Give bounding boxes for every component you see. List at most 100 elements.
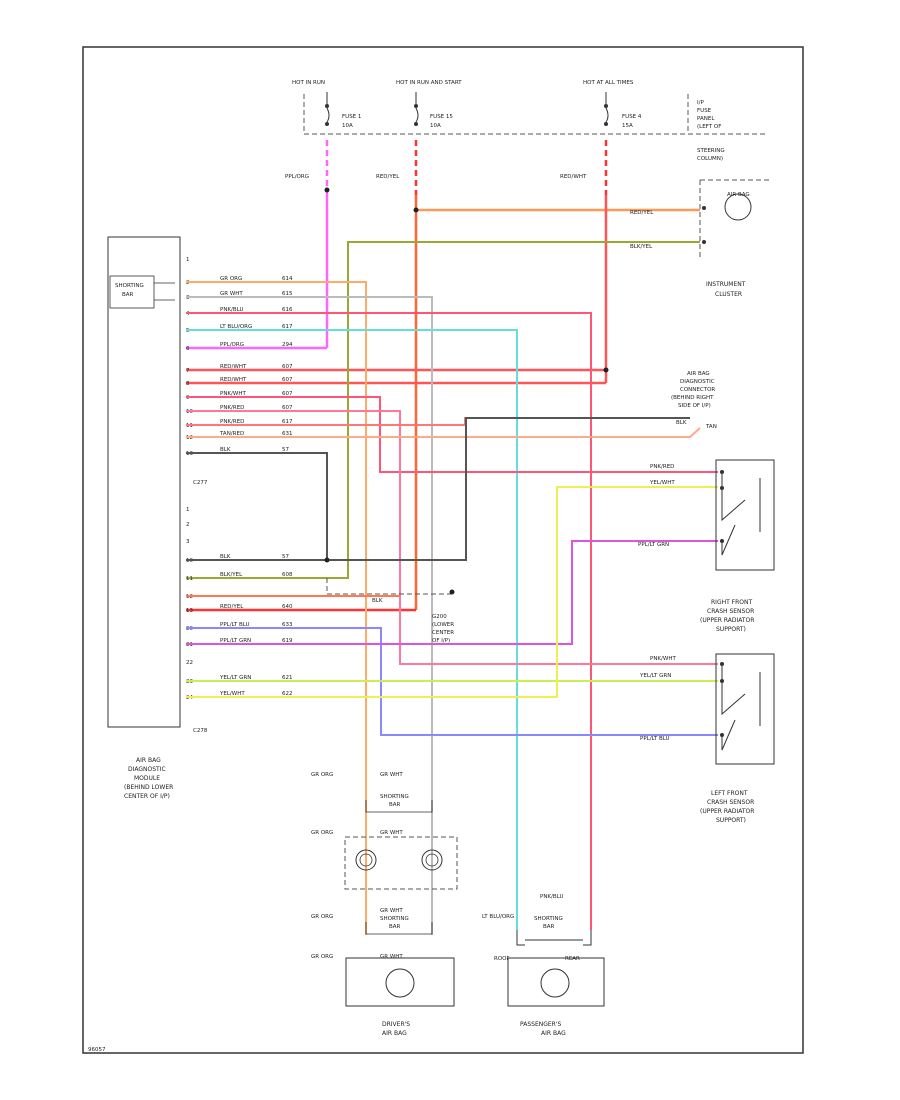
- airbag-lamp-icon: [724, 193, 752, 221]
- clockspring: GR ORG GR WHT SHORTING BAR GR ORG GR WHT: [311, 772, 458, 890]
- module-pin-wire: BLK: [220, 554, 231, 560]
- diagram-code: 96057: [88, 1047, 106, 1053]
- clockspring-gr-org-top: GR ORG: [311, 772, 333, 778]
- fuse15-terminal-bottom: [414, 122, 418, 126]
- left-sensor-label: LEFT FRONT CRASH SENSOR (UPPER RADIATOR …: [700, 790, 756, 824]
- module-pin-circuit: 607: [282, 405, 293, 411]
- module-pin-number: 13: [186, 608, 193, 614]
- module-body: [107, 236, 181, 728]
- module-pin-wire: RED/WHT: [220, 364, 247, 370]
- pass-right-pin: REAR: [565, 956, 580, 962]
- module-pin-wire: YEL/LT GRN: [219, 675, 251, 681]
- module-pin-circuit: 622: [282, 691, 293, 697]
- clockspring-shorting-label: SHORTING BAR: [380, 794, 411, 808]
- ground-point: [449, 589, 455, 595]
- module-pin-wire: PNK/BLU: [220, 307, 243, 313]
- power-section: HOT IN RUN HOT IN RUN AND START HOT AT A…: [292, 80, 768, 162]
- wire-label-ppl-org: PPL/ORG: [285, 174, 309, 180]
- right-wire-yel-wht: YEL/WHT: [649, 480, 675, 486]
- module-pin-wire: LT BLU/ORG: [220, 324, 252, 330]
- clockspring-outline: [344, 836, 458, 890]
- module-shorting-bar: [109, 275, 155, 309]
- module-pin-number: 6: [186, 346, 190, 352]
- fuse4-terminal-bottom: [604, 122, 608, 126]
- driver-gr-org2: GR ORG: [311, 954, 333, 960]
- module-pin-number: 2: [186, 522, 190, 528]
- module-pin-circuit: 631: [282, 431, 293, 437]
- pass-shorting-label: SHORTING BAR: [534, 916, 565, 930]
- fuse15-label: FUSE 15: [430, 114, 453, 120]
- module-pin-number: 22: [186, 660, 193, 666]
- driver-gr-org: GR ORG: [311, 914, 333, 920]
- fuse4-terminal-top: [604, 104, 608, 108]
- fuse1-terminal-bottom: [325, 122, 329, 126]
- left-wire-yel-lt-grn: YEL/LT GRN: [639, 673, 671, 679]
- module-pin-circuit: 607: [282, 391, 293, 397]
- wire-label-red-yel-cluster: RED/YEL: [630, 210, 654, 216]
- module-pin-circuit: 617: [282, 419, 293, 425]
- module-label: AIR BAG DIAGNOSTIC MODULE (BEHIND LOWER …: [124, 757, 175, 800]
- module-pin-circuit: 633: [282, 622, 293, 628]
- cluster-outline: [699, 179, 770, 260]
- driver-bag-label: DRIVER'S AIR BAG: [382, 1021, 412, 1037]
- module-c277: C277: [193, 480, 208, 486]
- module-pin-wire: BLK: [220, 447, 231, 453]
- module-pin-number: 8: [186, 381, 190, 387]
- airbag-lamp-label: AIR BAG: [727, 192, 750, 198]
- hot-in-run-label: HOT IN RUN: [292, 80, 325, 86]
- clockspring-gr-wht-mid: GR WHT: [380, 830, 403, 836]
- module-pin-circuit: 294: [282, 342, 293, 348]
- driver-shorting-label: SHORTING BAR: [380, 916, 411, 930]
- fuse15-element: [415, 107, 419, 123]
- module-pin-wire: YEL/WHT: [219, 691, 245, 697]
- fuse1-element: [326, 107, 330, 123]
- wire-label-blk-yel-cluster: BLK/YEL: [630, 244, 653, 250]
- module-pin-circuit: 621: [282, 675, 293, 681]
- module-pin-number: 1: [186, 507, 190, 513]
- fuse1-amp: 10A: [342, 123, 353, 129]
- cluster-label: INSTRUMENT CLUSTER: [706, 281, 747, 298]
- module-pin-wire: PNK/RED: [220, 405, 244, 411]
- module-pin-circuit: 616: [282, 307, 293, 313]
- passenger-air-bag: LT BLU/ORG PNK/BLU SHORTING BAR ROOF REA…: [482, 894, 605, 1037]
- driver-gr-wht: GR WHT: [380, 908, 403, 914]
- module-pin-wire: PPL/LT GRN: [220, 638, 251, 644]
- module-shorting-bar-label: SHORTING BAR: [115, 283, 146, 298]
- fuse-panel-label: I/P FUSE PANEL (LEFT OF STEERING COLUMN): [697, 100, 726, 162]
- hot-all-times-label: HOT AT ALL TIMES: [583, 80, 634, 86]
- right-sensor-label: RIGHT FRONT CRASH SENSOR (UPPER RADIATOR…: [700, 599, 756, 633]
- pass-lt-blu-org: LT BLU/ORG: [482, 914, 514, 920]
- right-front-crash-sensor: PNK/RED YEL/WHT PPL/LT GRN RIGHT FRONT C…: [638, 459, 775, 633]
- driver-air-bag: GR ORG GR WHT SHORTING BAR GR ORG GR WHT…: [311, 908, 455, 1037]
- passenger-bag-label: PASSENGER'S AIR BAG: [520, 1021, 566, 1037]
- clockspring-contact-left: [355, 849, 377, 871]
- module-pin-wire: RED/WHT: [220, 377, 247, 383]
- clockspring-gr-wht-top: GR WHT: [380, 772, 403, 778]
- pass-pnk-blu: PNK/BLU: [540, 894, 563, 900]
- module-pin-circuit: 608: [282, 572, 293, 578]
- module-pin-wire: BLK/YEL: [220, 572, 243, 578]
- module-pin-wire: GR WHT: [220, 291, 243, 297]
- left-wire-ppl-lt-blu: PPL/LT BLU: [640, 736, 670, 742]
- module-pin-number: 1: [186, 257, 190, 263]
- driver-bag-body: [345, 957, 455, 1007]
- diagnostic-connector: AIR BAG DIAGNOSTIC CONNECTOR (BEHIND RIG…: [671, 371, 717, 430]
- module-pin-wire: TAN/RED: [219, 431, 244, 437]
- module-pin-wire: PPL/LT BLU: [220, 622, 250, 628]
- ground-label: G200 (LOWER CENTER OF I/P): [432, 614, 456, 644]
- module-pin-circuit: 615: [282, 291, 293, 297]
- module-pin-number: 7: [186, 368, 190, 374]
- module-pin-circuit: 607: [282, 364, 293, 370]
- left-front-crash-sensor: PNK/WHT YEL/LT GRN PPL/LT BLU LEFT FRONT…: [639, 653, 775, 824]
- diagram-border: [82, 46, 804, 1054]
- fuse1-terminal-top: [325, 104, 329, 108]
- right-wire-pnk-red: PNK/RED: [650, 464, 674, 470]
- module-pin-circuit: 617: [282, 324, 293, 330]
- clockspring-gr-org-mid: GR ORG: [311, 830, 333, 836]
- module-pin-wire: GR ORG: [220, 276, 242, 282]
- module-pin-wire: PNK/WHT: [220, 391, 246, 397]
- hot-run-start-label: HOT IN RUN AND START: [396, 80, 462, 86]
